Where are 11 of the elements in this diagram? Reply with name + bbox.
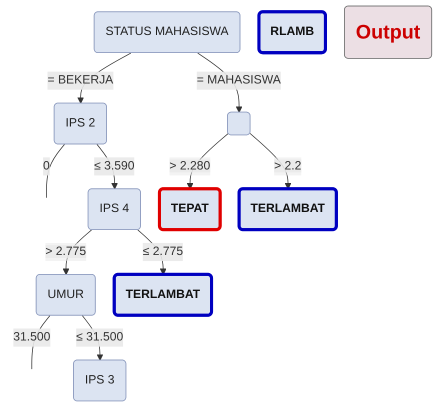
edge-label: ≤ 31.500 xyxy=(76,330,124,344)
edge-label: ≤ 2.775 xyxy=(142,245,184,258)
connector xyxy=(46,144,66,198)
edge-label: = MAHASISWA xyxy=(196,74,281,87)
edge-label: = BEKERJA xyxy=(48,74,114,87)
edge-label: ≤ 3.590 xyxy=(94,160,135,172)
edge-label: > 2.280 xyxy=(170,160,210,172)
edge-label: 0 xyxy=(43,160,50,172)
edge-label: > 2.775 xyxy=(45,245,86,258)
edge-label: 31.500 xyxy=(13,330,50,344)
edge-label: > 2.2 xyxy=(274,160,302,172)
